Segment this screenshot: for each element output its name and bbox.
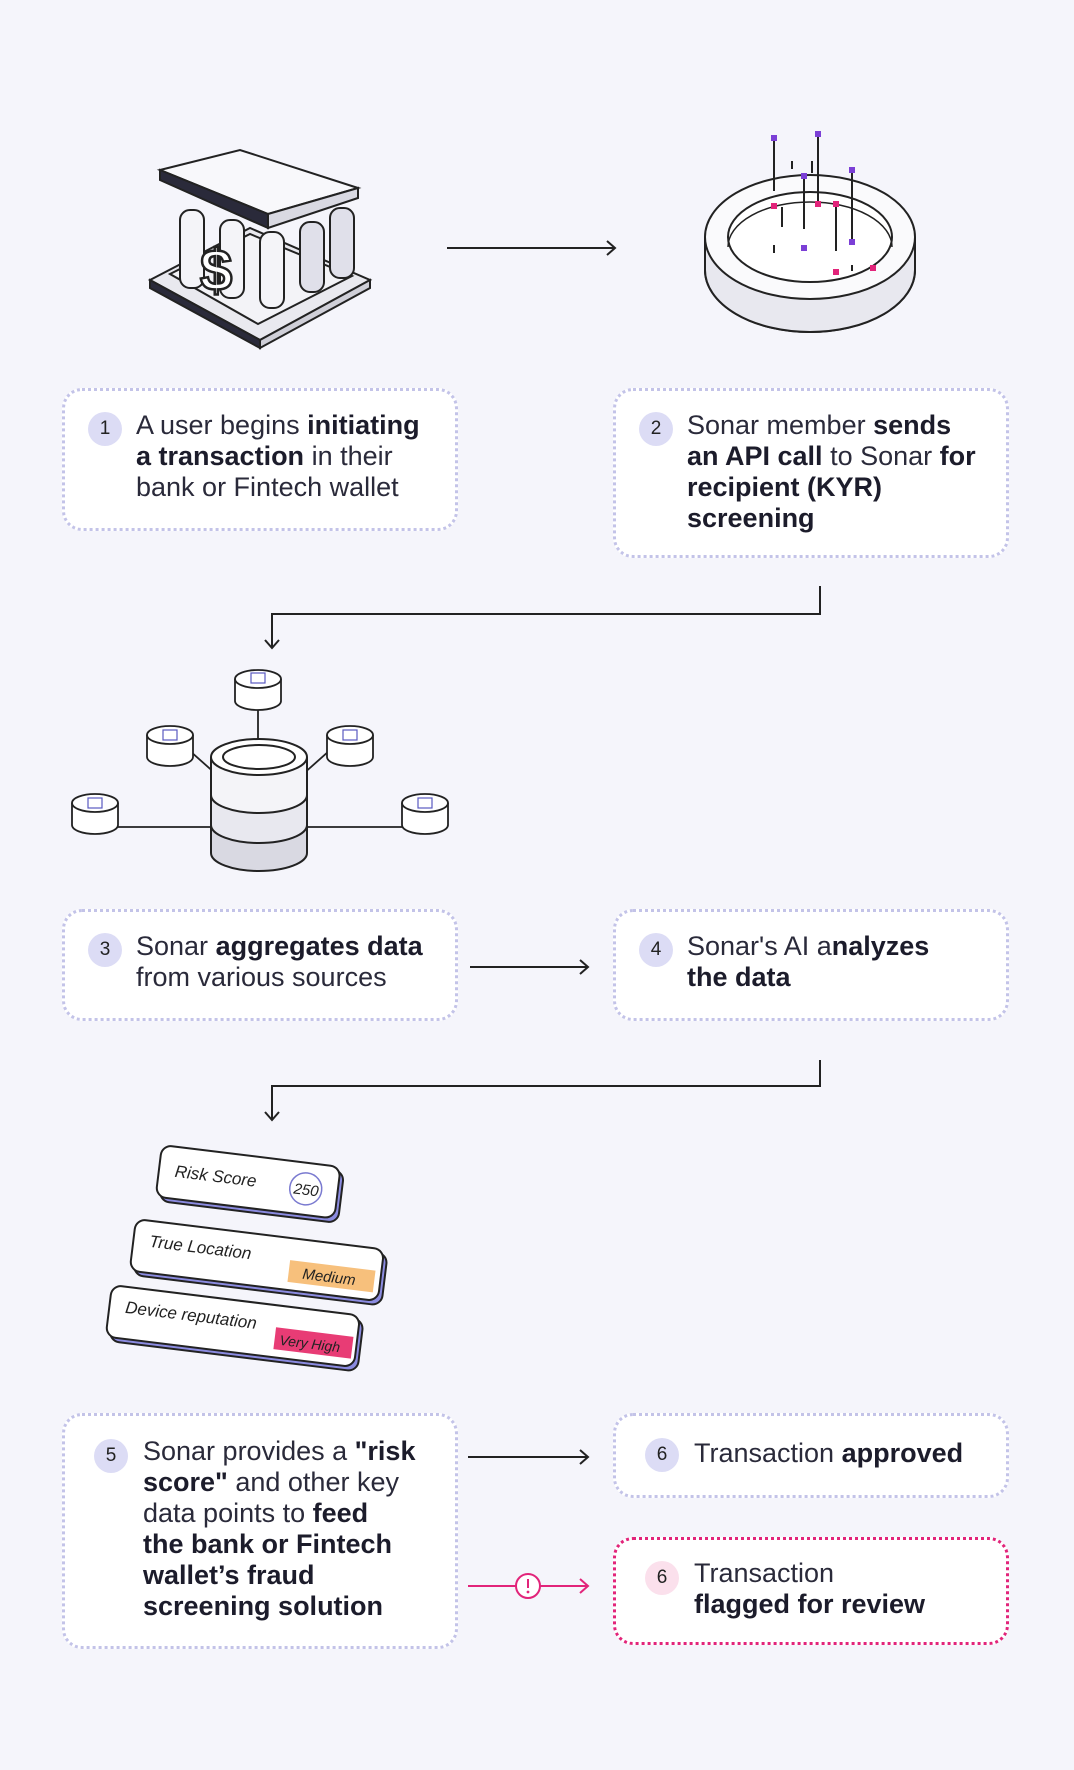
step-1-card: 1 A user begins initiating a transaction… bbox=[62, 388, 458, 531]
connector-arrow bbox=[264, 586, 821, 650]
step-6-flagged-card: 6 Transaction flagged for review bbox=[613, 1537, 1009, 1645]
alert-arrow bbox=[468, 1573, 590, 1599]
risk-score-value: 250 bbox=[292, 1180, 321, 1200]
step-6-approved-card: 6 Transaction approved bbox=[613, 1413, 1009, 1498]
true-location-value: Medium bbox=[301, 1266, 356, 1289]
step-number: 6 bbox=[645, 1561, 679, 1595]
step-number: 2 bbox=[639, 412, 673, 446]
connector-arrow bbox=[264, 1060, 821, 1122]
device-reputation-value: Very High bbox=[279, 1332, 342, 1355]
arrow-right-icon bbox=[468, 1449, 590, 1465]
step-number: 4 bbox=[639, 933, 673, 967]
risk-cards-illustration: Risk Score 250 True Location Medium Devi… bbox=[100, 1135, 430, 1400]
step-number: 3 bbox=[88, 933, 122, 967]
arrow-right-icon bbox=[470, 959, 590, 975]
step-4-text: Sonar's AI analyzes the data bbox=[687, 931, 930, 992]
step-4-card: 4 Sonar's AI analyzes the data bbox=[613, 909, 1009, 1021]
svg-text:$: $ bbox=[200, 238, 232, 303]
step-number: 1 bbox=[88, 412, 122, 446]
alert-icon bbox=[515, 1573, 541, 1599]
step-6-flagged-text: Transaction flagged for review bbox=[694, 1558, 926, 1619]
database-hub-icon bbox=[71, 669, 449, 872]
step-6-approved-text: Transaction approved bbox=[694, 1438, 964, 1468]
sonar-ring-icon bbox=[704, 131, 916, 333]
bank-icon: $ bbox=[147, 148, 373, 350]
step-5-card: 5 Sonar provides a "risk score" and othe… bbox=[62, 1413, 458, 1649]
step-number: 6 bbox=[645, 1438, 679, 1472]
step-1-text: A user begins initiating a transaction i… bbox=[136, 410, 420, 502]
step-5-text: Sonar provides a "risk score" and other … bbox=[143, 1436, 416, 1621]
step-2-card: 2 Sonar member sends an API call to Sona… bbox=[613, 388, 1009, 558]
step-3-card: 3 Sonar aggregates data from various sou… bbox=[62, 909, 458, 1021]
step-2-text: Sonar member sends an API call to Sonar … bbox=[687, 410, 976, 533]
step-3-text: Sonar aggregates data from various sourc… bbox=[136, 931, 423, 992]
arrow-right-icon bbox=[447, 240, 617, 256]
step-number: 5 bbox=[94, 1439, 128, 1473]
